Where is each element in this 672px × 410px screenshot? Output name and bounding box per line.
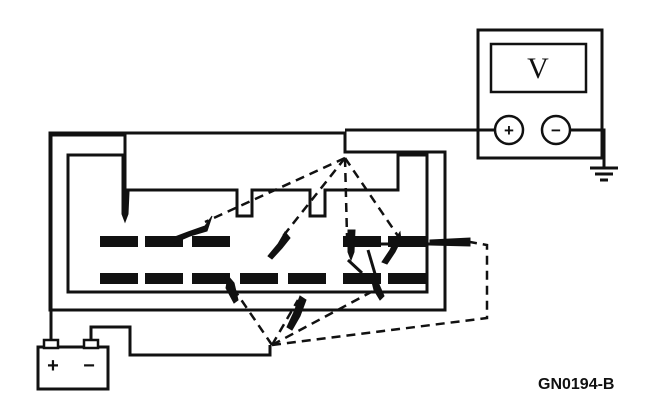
battery-negative-post <box>82 338 100 350</box>
terminal-pin <box>145 236 183 247</box>
probe-icon <box>429 237 471 247</box>
terminal-pin <box>388 273 426 284</box>
meter-negative-lead <box>570 128 606 168</box>
figure-code: GN0194-B <box>538 376 614 393</box>
jumper-leads-top <box>204 156 400 241</box>
battery-positive-lead <box>49 133 127 340</box>
battery: + − <box>36 338 110 391</box>
terminal-pin <box>240 273 278 284</box>
terminal-pin <box>145 273 183 284</box>
terminal-pin <box>288 273 326 284</box>
voltmeter-minus-sign: − <box>551 121 561 140</box>
probe-tips <box>121 191 471 331</box>
voltmeter: V + − <box>476 28 604 160</box>
probe-icon <box>286 295 307 331</box>
terminal-pin <box>388 236 426 247</box>
probe-icon <box>225 274 239 304</box>
battery-negative-lead <box>89 325 272 357</box>
terminal-pin <box>192 236 230 247</box>
battery-plus-sign: + <box>47 355 59 377</box>
battery-body <box>36 345 110 391</box>
terminal-pin <box>192 273 230 284</box>
probe-icon <box>267 231 291 260</box>
terminal-pin <box>100 273 138 284</box>
probe-lead-segments <box>346 242 430 285</box>
terminal-pin <box>343 273 381 284</box>
probe-icon <box>347 229 356 262</box>
terminal-row-bottom <box>100 273 426 284</box>
connector-housing-inner <box>66 153 429 294</box>
voltmeter-display-label: V <box>527 52 549 85</box>
probe-icon <box>121 191 130 224</box>
voltmeter-display <box>489 42 588 94</box>
jumper-leads-bottom <box>223 240 489 347</box>
probe-icon <box>381 230 402 265</box>
ground-icon <box>590 166 618 182</box>
voltmeter-plus-sign: + <box>504 121 514 140</box>
terminal-row-top <box>100 236 426 247</box>
terminal-pin <box>100 236 138 247</box>
battery-positive-post <box>42 338 60 350</box>
probe-icon <box>171 215 213 244</box>
battery-minus-sign: − <box>83 355 95 377</box>
terminal-pin <box>343 236 381 247</box>
